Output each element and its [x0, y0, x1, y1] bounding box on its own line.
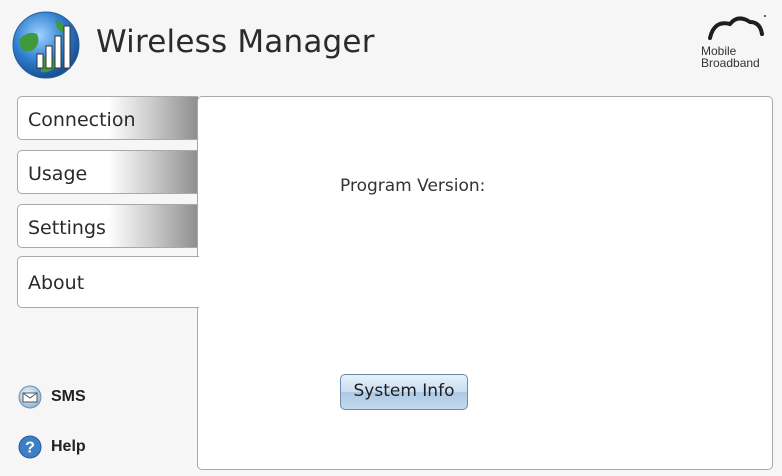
envelope-icon — [18, 385, 42, 409]
help-link[interactable]: ? Help — [18, 435, 86, 459]
sms-link[interactable]: SMS — [18, 385, 86, 409]
tab-about[interactable]: About — [17, 256, 199, 308]
system-info-button[interactable]: System Info — [340, 374, 468, 410]
tab-label: Connection — [28, 109, 136, 131]
header: Wireless Manager Mobile Broadband — [0, 0, 782, 92]
brand-logo: Mobile Broadband — [694, 12, 778, 78]
brand-text: Mobile Broadband — [701, 45, 760, 69]
brand-line-1: Mobile — [701, 44, 737, 58]
svg-text:?: ? — [25, 440, 35, 457]
program-version-label: Program Version: — [340, 176, 486, 196]
tab-label: Settings — [28, 217, 106, 239]
tab-label: Usage — [28, 163, 88, 185]
question-icon: ? — [18, 435, 42, 459]
cloud-icon — [708, 15, 766, 40]
help-label: Help — [51, 438, 86, 455]
tab-connection[interactable]: Connection — [17, 96, 198, 140]
tab-usage[interactable]: Usage — [17, 150, 198, 194]
tab-label: About — [28, 272, 85, 294]
tab-settings[interactable]: Settings — [17, 204, 198, 248]
app-title: Wireless Manager — [96, 24, 375, 60]
signal-globe-icon — [11, 10, 81, 80]
about-panel — [197, 96, 773, 470]
brand-line-2: Broadband — [701, 56, 760, 70]
sms-label: SMS — [51, 388, 86, 405]
